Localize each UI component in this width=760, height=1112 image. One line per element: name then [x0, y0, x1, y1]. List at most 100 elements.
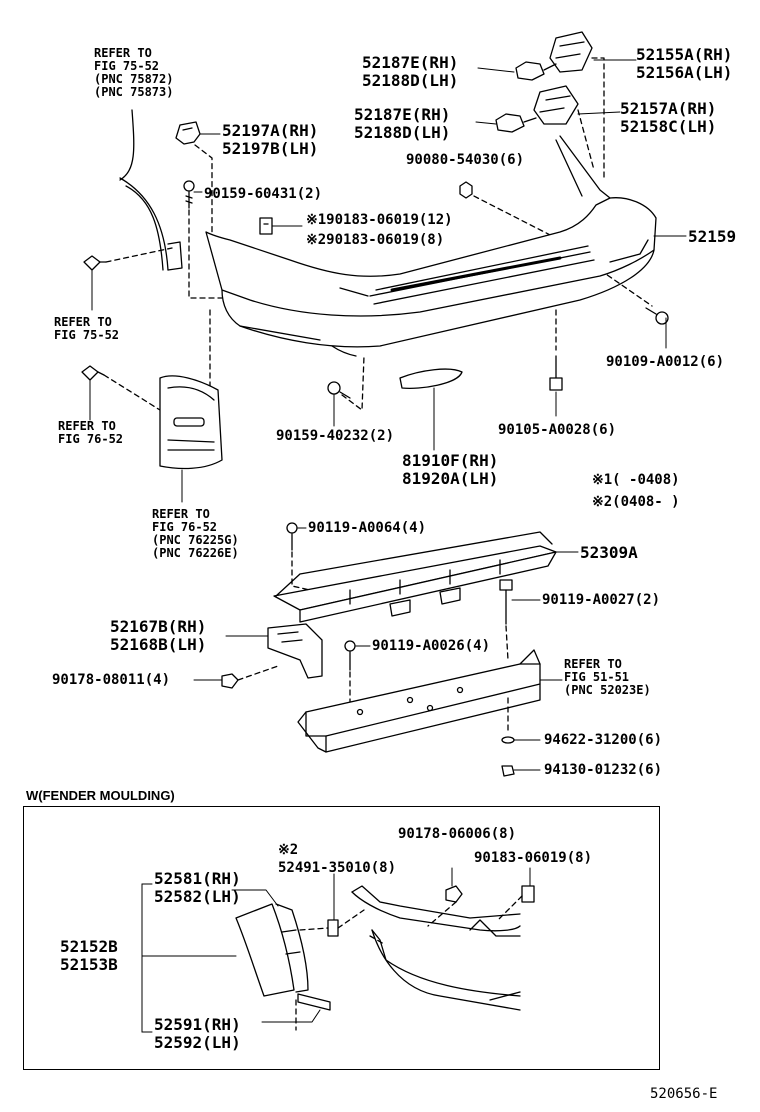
- part-90119-a0064[interactable]: 90119-A0064(4): [308, 520, 427, 536]
- dashed-leaders-top-right: [465, 57, 653, 351]
- bolt-90159-40232-drawing: [327, 381, 351, 399]
- refer-fig-76-52-left: REFER TO FIG 76-52: [58, 420, 123, 446]
- inset-title: W(FENDER MOULDING): [26, 788, 175, 803]
- note-2-range: ※2(0408- ): [592, 494, 680, 510]
- part-number: 52188D(LH): [362, 71, 459, 90]
- figure-code: 520656-E: [650, 1086, 718, 1102]
- bolt-90109-drawing: [645, 307, 669, 325]
- part-number: 52188D(LH): [354, 123, 451, 142]
- part-number: 52591(RH): [154, 1015, 241, 1034]
- part-90119-a0027[interactable]: 90119-A0027(2): [542, 592, 661, 608]
- bolt-90105-drawing: [549, 355, 563, 391]
- refer-pnc-line: (PNC 75872): [94, 72, 174, 86]
- part-number: 52155A(RH): [636, 45, 733, 64]
- note-1-range: ※1( -0408): [592, 472, 680, 488]
- refer-fig-line[interactable]: FIG 76-52: [58, 432, 124, 446]
- inset-solid-leaders: [141, 867, 531, 1033]
- part-number: 52156A(LH): [636, 63, 733, 82]
- part-number: 52152B: [60, 937, 118, 956]
- pushclip-52187e-bottom-drawing: [495, 113, 537, 133]
- solid-leaders: [89, 59, 687, 771]
- part-94622-31200[interactable]: 94622-31200(6): [544, 732, 663, 748]
- refer-fig-line[interactable]: FIG 51-51: [564, 670, 630, 684]
- part-52581[interactable]: 52581(RH) 52582(LH): [154, 870, 241, 906]
- part-number: 52197B(LH): [222, 139, 319, 158]
- part-52187e-bottom[interactable]: 52187E(RH) 52188D(LH): [354, 106, 450, 142]
- inset-note-2-mark: ※2: [278, 842, 299, 858]
- part-90183-note1[interactable]: ※190183-06019(12): [306, 212, 453, 228]
- refer-line: REFER TO: [94, 46, 152, 60]
- part-90183-06019-inset[interactable]: 90183-06019(8): [474, 850, 593, 866]
- pushclip-52187e-top-drawing: [515, 61, 557, 81]
- part-90178-06006[interactable]: 90178-06006(8): [398, 826, 517, 842]
- clip-52155a-drawing: [549, 31, 593, 73]
- refer-fig-76-52-bottom: REFER TO FIG 76-52 (PNC 76225G) (PNC 762…: [152, 508, 239, 560]
- part-52159[interactable]: 52159: [688, 227, 737, 246]
- refer-fig-line[interactable]: FIG 75-52: [94, 59, 160, 73]
- part-number: 52187E(RH): [362, 53, 459, 72]
- bolt-90119-a0064-drawing: [286, 522, 298, 551]
- screw-mudflap-drawing: [81, 365, 105, 381]
- refer-line: REFER TO: [152, 507, 210, 521]
- part-90178-08011[interactable]: 90178-08011(4): [52, 672, 171, 688]
- refer-line: REFER TO: [564, 657, 622, 671]
- bumper-beam-drawing: [297, 649, 541, 753]
- part-94130-01232[interactable]: 94130-01232(6): [544, 762, 663, 778]
- inset-bumper-drawing: [351, 885, 521, 1011]
- clip-52197a-drawing: [175, 121, 201, 145]
- part-52591[interactable]: 52591(RH) 52592(LH): [154, 1016, 241, 1052]
- nut-90178-06006-drawing: [445, 885, 463, 903]
- part-52152b[interactable]: 52152B 52153B: [60, 938, 118, 974]
- part-number: 52158C(LH): [620, 117, 717, 136]
- bolt-90159-60431-drawing: [183, 180, 195, 209]
- part-90159-60431[interactable]: 90159-60431(2): [204, 186, 323, 202]
- part-52157a[interactable]: 52157A(RH) 52158C(LH): [620, 100, 716, 136]
- part-52491-35010[interactable]: 52491-35010(8): [278, 860, 397, 876]
- refer-fig-51-51: REFER TO FIG 51-51 (PNC 52023E): [564, 658, 651, 697]
- part-number: 52168B(LH): [110, 635, 207, 654]
- refer-pnc-line: (PNC 76225G): [152, 533, 239, 547]
- part-number: 81920A(LH): [402, 469, 499, 488]
- part-number: 52582(LH): [154, 887, 241, 906]
- refer-fig-line[interactable]: FIG 76-52: [152, 520, 218, 534]
- mud-flap-drawing: [159, 375, 223, 470]
- part-90109-a0012[interactable]: 90109-A0012(6): [606, 354, 725, 370]
- part-number: 81910F(RH): [402, 451, 499, 470]
- reflector-81910f-drawing: [399, 368, 463, 390]
- part-52197a[interactable]: 52197A(RH) 52197B(LH): [222, 122, 318, 158]
- clip-52591-drawing: [297, 993, 331, 1011]
- part-90080-54030[interactable]: 90080-54030(6): [406, 152, 525, 168]
- part-90105-a0028[interactable]: 90105-A0028(6): [498, 422, 617, 438]
- part-90159-40232[interactable]: 90159-40232(2): [276, 428, 395, 444]
- inset-dashed-leaders: [295, 895, 523, 1031]
- part-number: 52157A(RH): [620, 99, 717, 118]
- part-52167b[interactable]: 52167B(RH) 52168B(LH): [110, 618, 206, 654]
- refer-fig-75-52-top: REFER TO FIG 75-52 (PNC 75872) (PNC 7587…: [94, 47, 173, 99]
- bolt-90119-a0026-drawing: [344, 640, 356, 671]
- nut-90080-drawing: [459, 181, 473, 199]
- clip-52157a-drawing: [533, 85, 579, 125]
- bumper-cover-drawing: [205, 135, 657, 357]
- part-52187e-top[interactable]: 52187E(RH) 52188D(LH): [362, 54, 458, 90]
- part-number: 52167B(RH): [110, 617, 207, 636]
- bracket-52167b-drawing: [267, 623, 323, 679]
- fender-liner-drawing: [119, 109, 183, 271]
- part-81910f[interactable]: 81910F(RH) 81920A(LH): [402, 452, 498, 488]
- part-number: 52197A(RH): [222, 121, 319, 140]
- part-52309a[interactable]: 52309A: [580, 543, 638, 562]
- part-52155a[interactable]: 52155A(RH) 52156A(LH): [636, 46, 732, 82]
- refer-line: REFER TO: [54, 315, 112, 329]
- dashed-leaders-middle: [237, 551, 509, 733]
- bolt-90119-a0027-drawing: [499, 579, 513, 625]
- clip-90183-inset-drawing: [521, 885, 535, 903]
- refer-fig-line[interactable]: FIG 75-52: [54, 328, 120, 342]
- fender-moulding-drawing: [235, 903, 309, 997]
- refer-pnc-line: (PNC 76226E): [152, 546, 239, 560]
- part-90119-a0026[interactable]: 90119-A0026(4): [372, 638, 491, 654]
- refer-line: REFER TO: [58, 419, 116, 433]
- refer-pnc-line: (PNC 75873): [94, 85, 174, 99]
- nut-90178-08011-drawing: [221, 673, 239, 689]
- part-90183-note2[interactable]: ※290183-06019(8): [306, 232, 445, 248]
